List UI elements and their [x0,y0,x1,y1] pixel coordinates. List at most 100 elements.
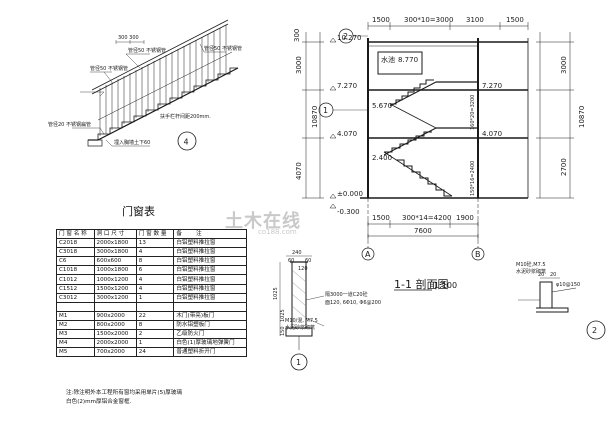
table-cell: 白铝塑料推拉窗 [173,247,247,258]
table-cell: 1000x1200 [93,274,137,285]
table-cell: 白铝塑料推拉窗 [173,292,247,303]
svg-text:4070: 4070 [295,162,303,180]
table-cell: C3012 [56,292,95,303]
table-cell: 1 [135,292,175,303]
svg-text:1025: 1025 [280,309,286,322]
svg-text:M10砼,M7.5: M10砼,M7.5 [516,261,546,268]
table-cell: 1 [135,338,175,349]
svg-text:300: 300 [293,29,301,42]
table-cell: 2000x1800 [93,238,137,249]
table-cell: 防水铝塑板门 [173,319,247,331]
table-cell: 1500x1200 [93,283,137,294]
col-header-name: 门 窗 名 称 [56,228,95,240]
svg-text:8.770: 8.770 [398,56,418,64]
anchor-note: 埋入胸墙土下60 [114,139,150,146]
svg-text:20: 20 [538,272,544,278]
section-labels: 1500 300*10=3000 3100 1500 1500 300*14=4… [293,16,586,291]
table-cell: M1 [56,310,95,321]
detail-1-labels: 240 60 120 60 1025 1025 150 隔3000一道C20砼 … [273,250,381,367]
svg-text:±0.000: ±0.000 [337,190,363,198]
table-cell: 木门(带亮)板门 [173,310,247,321]
detail-2-parapet [518,277,606,340]
detail-1-wall [279,255,325,371]
svg-text:-0.300: -0.300 [337,208,360,216]
table-cell: 800x2000 [93,319,137,331]
svg-text:7600: 7600 [414,227,432,235]
table-cell: 24 [135,347,175,358]
watermark-text: 土木在线 [225,211,301,232]
table-cell [93,301,137,312]
table-row [56,301,247,312]
svg-text:1500: 1500 [506,16,524,24]
table-cell: 乙级防火门 [173,329,247,340]
table-cell: C3018 [56,247,95,258]
spacing-note: 扶手栏杆间距200mm. [160,113,211,120]
svg-text:1900: 1900 [456,214,474,222]
svg-text:2: 2 [343,32,348,41]
svg-text:水泥砂浆砌筑: 水泥砂浆砌筑 [285,324,315,331]
svg-text:4.070: 4.070 [337,130,357,138]
table-note: 白色(2)mm厚铝合金窗框. [66,399,132,405]
table-cell: C1018 [56,265,95,276]
table-cell: 13 [135,238,175,249]
svg-text:2.400: 2.400 [372,154,392,162]
svg-text:3100: 3100 [466,16,484,24]
table-note: 注:除注明外本工程所有窗均采用单片(5)厚玻璃 [66,390,183,396]
axis-b: B [475,250,481,259]
svg-text:20: 20 [550,272,556,278]
svg-text:10.270: 10.270 [337,34,362,42]
svg-text:1: 1 [296,358,301,367]
svg-text:60: 60 [288,258,294,264]
stair-railing-detail [72,19,239,147]
table-cell: 白铝塑料推拉窗 [173,256,247,267]
table-cell: 白铝塑料推拉窗 [173,265,247,276]
svg-text:2: 2 [592,326,597,335]
table-cell: C2018 [56,238,95,249]
detail-2-labels: 20 20 M10砼,M7.5 水泥砂浆砌筑 φ10@150 2 [516,261,597,335]
col-header-count: 门 窗 数 量 [135,228,175,240]
svg-text:10870: 10870 [311,106,319,128]
svg-text:2700: 2700 [560,158,568,176]
railing-side-note: 管径50 不锈钢管 [204,45,242,52]
table-cell: M4 [56,338,95,349]
section-scale: 1:100 [434,281,457,290]
table-cell: 白色(1)厚玻璃地弹簧门 [173,338,247,349]
svg-text:φ10@150: φ10@150 [556,282,580,288]
col-header-size: 洞 口 尺 寸 [93,228,137,240]
table-cell: 700x2000 [93,347,137,358]
svg-text:1500: 1500 [372,214,390,222]
svg-text:4.070: 4.070 [482,130,502,138]
table-cell: 2000x2000 [93,338,137,349]
table-cell: 4 [135,247,175,258]
svg-text:240: 240 [292,250,302,256]
railing-mid-note: 管径50 不锈钢管 [90,65,128,72]
table-cell: 3000x1200 [93,292,137,303]
svg-text:300*14=4200: 300*14=4200 [402,214,451,222]
svg-text:10870: 10870 [578,106,586,128]
table-cell: 1500x2000 [93,329,137,340]
svg-text:水泥砂浆砌筑: 水泥砂浆砌筑 [516,268,546,275]
svg-text:4: 4 [184,138,189,147]
svg-text:3000: 3000 [560,56,568,74]
svg-text:1: 1 [323,106,328,115]
table-cell: 600x600 [93,256,137,267]
table-cell: 8 [135,319,175,331]
section-title: 1-1 剖面图 [394,277,448,291]
table-cell: 8 [135,256,175,267]
railing-top-note: 管径50 不锈钢管 [128,47,166,54]
svg-text:160*20=3200: 160*20=3200 [470,95,476,130]
watermark-url: co188.com [258,228,297,236]
svg-text:M10/混, M7.5: M10/混, M7.5 [285,317,318,324]
table-cell [173,301,247,312]
